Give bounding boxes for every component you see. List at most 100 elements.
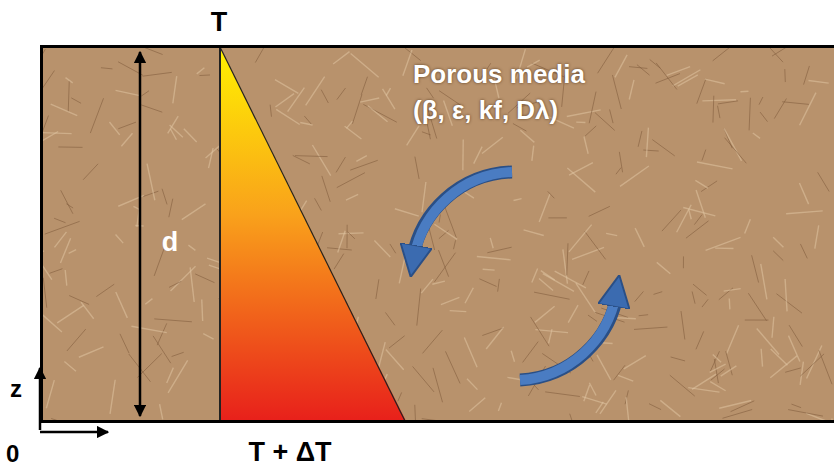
crease-stroke (337, 173, 365, 188)
crease-stroke (162, 189, 167, 205)
crease-stroke (50, 269, 63, 274)
crease-stroke (462, 140, 464, 171)
crease-stroke (368, 106, 388, 122)
crease-stroke (819, 350, 832, 384)
crease-stroke (576, 121, 585, 123)
crease-stroke (96, 284, 114, 296)
crease-stroke (422, 182, 426, 212)
crease-stroke (154, 319, 192, 322)
crease-stroke (427, 123, 430, 139)
crease-stroke (414, 405, 416, 421)
crease-stroke (351, 54, 379, 78)
crease-stroke (748, 293, 766, 321)
crease-stroke (423, 330, 443, 353)
crease-stroke (789, 325, 802, 346)
material-parameters: (β, ε, kf, Dλ) (413, 96, 558, 125)
crease-stroke (614, 365, 625, 380)
crease-stroke (572, 247, 604, 259)
crease-stroke (116, 90, 140, 95)
crease-stroke (199, 74, 210, 76)
crease-stroke (715, 247, 733, 249)
crease-stroke (346, 121, 352, 128)
crease-stroke (532, 268, 538, 282)
crease-stroke (338, 231, 345, 253)
crease-stroke (712, 96, 714, 123)
crease-stroke (322, 176, 330, 202)
crease-stroke (760, 112, 767, 122)
crease-stroke (772, 47, 787, 56)
crease-stroke (774, 99, 786, 119)
crease-stroke (612, 75, 621, 109)
crease-stroke (432, 281, 445, 284)
crease-stroke (395, 209, 419, 216)
crease-stroke (713, 47, 730, 61)
crease-stroke (304, 116, 311, 124)
crease-stroke (42, 314, 62, 332)
crease-stroke (548, 217, 566, 218)
crease-stroke (434, 224, 457, 239)
crease-stroke (65, 270, 67, 286)
crease-stroke (694, 215, 702, 225)
crease-stroke (464, 337, 477, 367)
crease-stroke (800, 244, 807, 258)
crease-stroke (643, 150, 658, 151)
crease-stroke (334, 254, 344, 269)
crease-stroke (570, 414, 572, 421)
crease-stroke (315, 198, 322, 210)
crease-stroke (143, 191, 158, 196)
crease-stroke (195, 274, 214, 283)
crease-stroke (386, 88, 390, 95)
crease-stroke (513, 199, 521, 201)
crease-stroke (523, 342, 539, 363)
crease-stroke (740, 91, 748, 93)
crease-stroke (576, 283, 596, 313)
crease-stroke (714, 359, 718, 383)
crease-stroke (479, 279, 496, 287)
crease-stroke (121, 133, 132, 146)
crease-stroke (441, 297, 459, 304)
crease-stroke (118, 122, 136, 129)
crease-stroke (168, 360, 188, 392)
crease-stroke (785, 279, 787, 311)
crease-stroke (549, 329, 552, 343)
crease-stroke (629, 67, 647, 69)
crease-stroke (143, 72, 172, 76)
crease-stroke (43, 278, 47, 308)
crease-stroke (403, 50, 412, 76)
crease-stroke (770, 47, 783, 62)
crease-stroke (469, 398, 485, 412)
crease-stroke (415, 157, 419, 179)
crease-stroke (407, 126, 420, 146)
crease-stroke (61, 190, 73, 213)
crease-stroke (182, 204, 206, 220)
crease-stroke (352, 94, 361, 123)
crease-stroke (433, 368, 443, 402)
crease-stroke (116, 234, 124, 243)
crease-stroke (346, 194, 358, 200)
crease-stroke (190, 267, 194, 302)
crease-stroke (588, 315, 597, 321)
crease-stroke (745, 320, 769, 321)
crease-stroke (147, 164, 155, 201)
crease-stroke (421, 279, 433, 293)
crease-stroke (583, 271, 589, 285)
crease-stroke (376, 279, 379, 299)
crease-stroke (439, 230, 449, 238)
circulation-arrow (520, 294, 616, 380)
crease-stroke (689, 210, 691, 220)
crease-stroke (532, 146, 534, 161)
crease-stroke (64, 361, 76, 371)
crease-stroke (482, 137, 503, 153)
crease-stroke (539, 278, 553, 290)
crease-stroke (731, 401, 755, 412)
crease-stroke (589, 92, 596, 124)
crease-stroke (784, 69, 785, 82)
crease-stroke (363, 104, 396, 122)
crease-stroke (312, 145, 330, 176)
crease-stroke (169, 281, 181, 287)
crease-stroke (785, 368, 801, 372)
crease-stroke (69, 296, 89, 305)
porous-layer: Porous media(β, ε, kf, Dλ) (40, 45, 834, 423)
crease-stroke (275, 94, 294, 107)
crease-stroke (348, 232, 355, 239)
